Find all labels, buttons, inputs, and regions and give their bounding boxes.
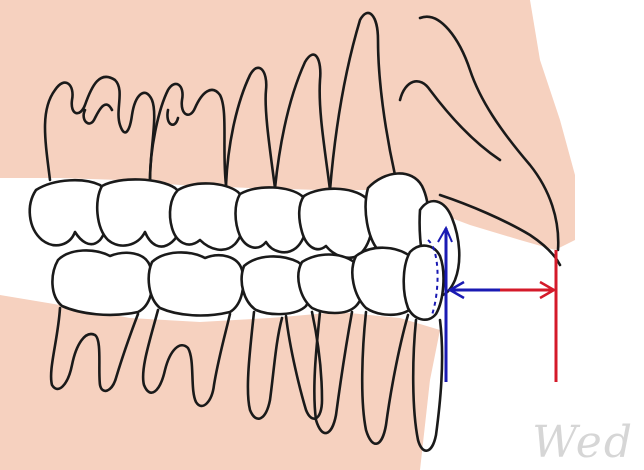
upper-premolar-2 bbox=[236, 187, 308, 252]
upper-canine bbox=[299, 189, 372, 258]
lower-teeth bbox=[52, 240, 443, 320]
watermark-text: Wed bbox=[532, 417, 634, 468]
upper-premolar-1 bbox=[170, 183, 245, 249]
lower-molar-1 bbox=[52, 250, 152, 314]
lower-incisor bbox=[404, 246, 444, 320]
lower-molar-2 bbox=[149, 252, 244, 315]
overjet-arrow bbox=[450, 282, 554, 298]
